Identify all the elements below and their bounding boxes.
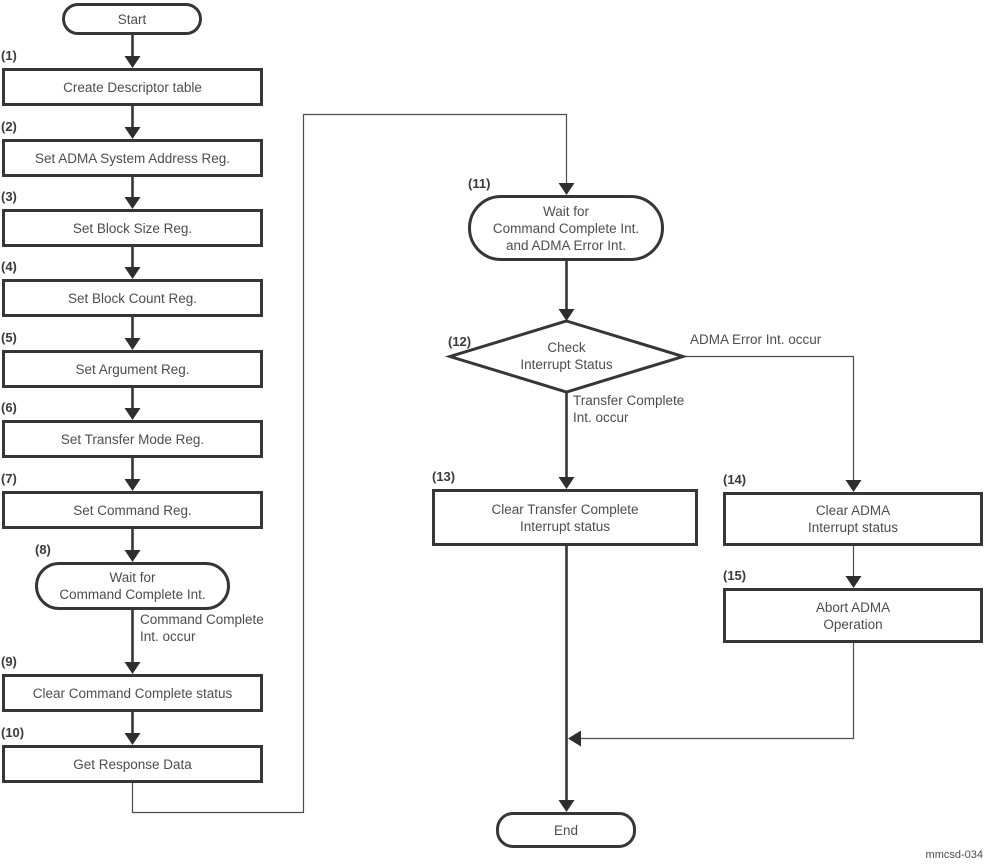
step-6-label: Set Transfer Mode Reg. [60, 431, 205, 447]
step-7-box: Set Command Reg. [2, 491, 263, 529]
step-15-line2: Operation [823, 616, 883, 632]
figure-id-label: mmcsd-034 [925, 849, 983, 861]
edge-label-adma-error: ADMA Error Int. occur [690, 332, 822, 347]
start-label: Start [117, 11, 147, 27]
step-10-number: (10) [1, 725, 25, 740]
step-12-number: (12) [448, 334, 472, 349]
edge-label-command-complete-line2: Int. occur [140, 629, 196, 644]
step-11-number: (11) [468, 176, 491, 191]
step-4-number: (4) [1, 259, 17, 274]
arrowheads [124, 56, 862, 812]
step-2-number: (2) [1, 119, 17, 134]
edge-label-transfer-complete-line2: Int. occur [573, 410, 629, 425]
step-9-number: (9) [1, 654, 17, 669]
step-7-label: Set Command Reg. [73, 502, 192, 518]
step-2-label: Set ADMA System Address Reg. [34, 150, 231, 166]
step-3-box: Set Block Size Reg. [2, 209, 263, 247]
end-terminal: End [496, 812, 636, 848]
step-15-number: (15) [723, 568, 747, 583]
step-11-wait-terminal: Wait for Command Complete Int. and ADMA … [468, 195, 664, 261]
step-4-box: Set Block Count Reg. [2, 279, 263, 317]
step-1-label: Create Descriptor table [63, 79, 202, 95]
end-label: End [553, 822, 579, 838]
step-10-label: Get Response Data [73, 756, 192, 772]
main-flow-lines [131, 35, 568, 803]
step-11-line2: Command Complete Int. [492, 220, 640, 236]
step-12-line1: Check [547, 340, 586, 355]
step-12-line2: Interrupt Status [520, 357, 613, 372]
step-5-box: Set Argument Reg. [2, 350, 263, 388]
step-3-number: (3) [1, 189, 17, 204]
step-14-number: (14) [723, 472, 747, 487]
step-14-box: Clear ADMA Interrupt status [723, 492, 983, 546]
step-13-line2: Interrupt status [519, 518, 611, 534]
step-8-wait-terminal: Wait for Command Complete Int. [35, 562, 230, 610]
step-10-box: Get Response Data [2, 745, 263, 783]
edge-label-command-complete-line1: Command Complete [140, 612, 264, 627]
step-14-line1: Clear ADMA [815, 503, 891, 518]
step-15-box: Abort ADMA Operation [723, 588, 983, 643]
step-1-box: Create Descriptor table [2, 68, 263, 106]
step-4-label: Set Block Count Reg. [67, 290, 198, 306]
step-13-number: (13) [432, 469, 456, 484]
edge-label-transfer-complete: Transfer Complete Int. occur [573, 392, 684, 426]
merge-line-step15-to-main [576, 643, 855, 740]
step-5-number: (5) [1, 330, 17, 345]
step-6-box: Set Transfer Mode Reg. [2, 420, 263, 458]
step-15-line1: Abort ADMA [815, 599, 891, 615]
step-5-label: Set Argument Reg. [75, 361, 190, 377]
step-13-line1: Clear Transfer Complete [491, 501, 639, 517]
loopback-line-group [131, 113, 855, 814]
branch-line-adma-error [683, 355, 855, 483]
step-11-line3: and ADMA Error Int. [505, 237, 627, 253]
step-14-line2: Interrupt status [807, 520, 899, 535]
step-8-line2: Command Complete Int. [59, 587, 206, 602]
step-9-label: Clear Command Complete status [32, 685, 233, 701]
step-8-line1: Wait for [109, 570, 156, 585]
step-11-line1: Wait for [542, 203, 589, 219]
start-terminal: Start [62, 3, 202, 35]
step-12-decision-label: Check Interrupt Status [486, 331, 647, 381]
edge-label-transfer-complete-line1: Transfer Complete [573, 393, 685, 408]
step-3-label: Set Block Size Reg. [72, 220, 193, 236]
decision-diamond-shape [444, 319, 689, 394]
step-7-number: (7) [1, 471, 17, 486]
step-2-box: Set ADMA System Address Reg. [2, 139, 263, 177]
edge-label-command-complete: Command Complete Int. occur [140, 611, 264, 645]
step-9-box: Clear Command Complete status [2, 674, 263, 712]
loopback-line-step10-to-step11 [131, 113, 568, 814]
step-13-box: Clear Transfer Complete Interrupt status [432, 489, 698, 546]
step-8-number: (8) [35, 542, 51, 557]
step-6-number: (6) [1, 400, 17, 415]
step-1-number: (1) [1, 48, 17, 63]
